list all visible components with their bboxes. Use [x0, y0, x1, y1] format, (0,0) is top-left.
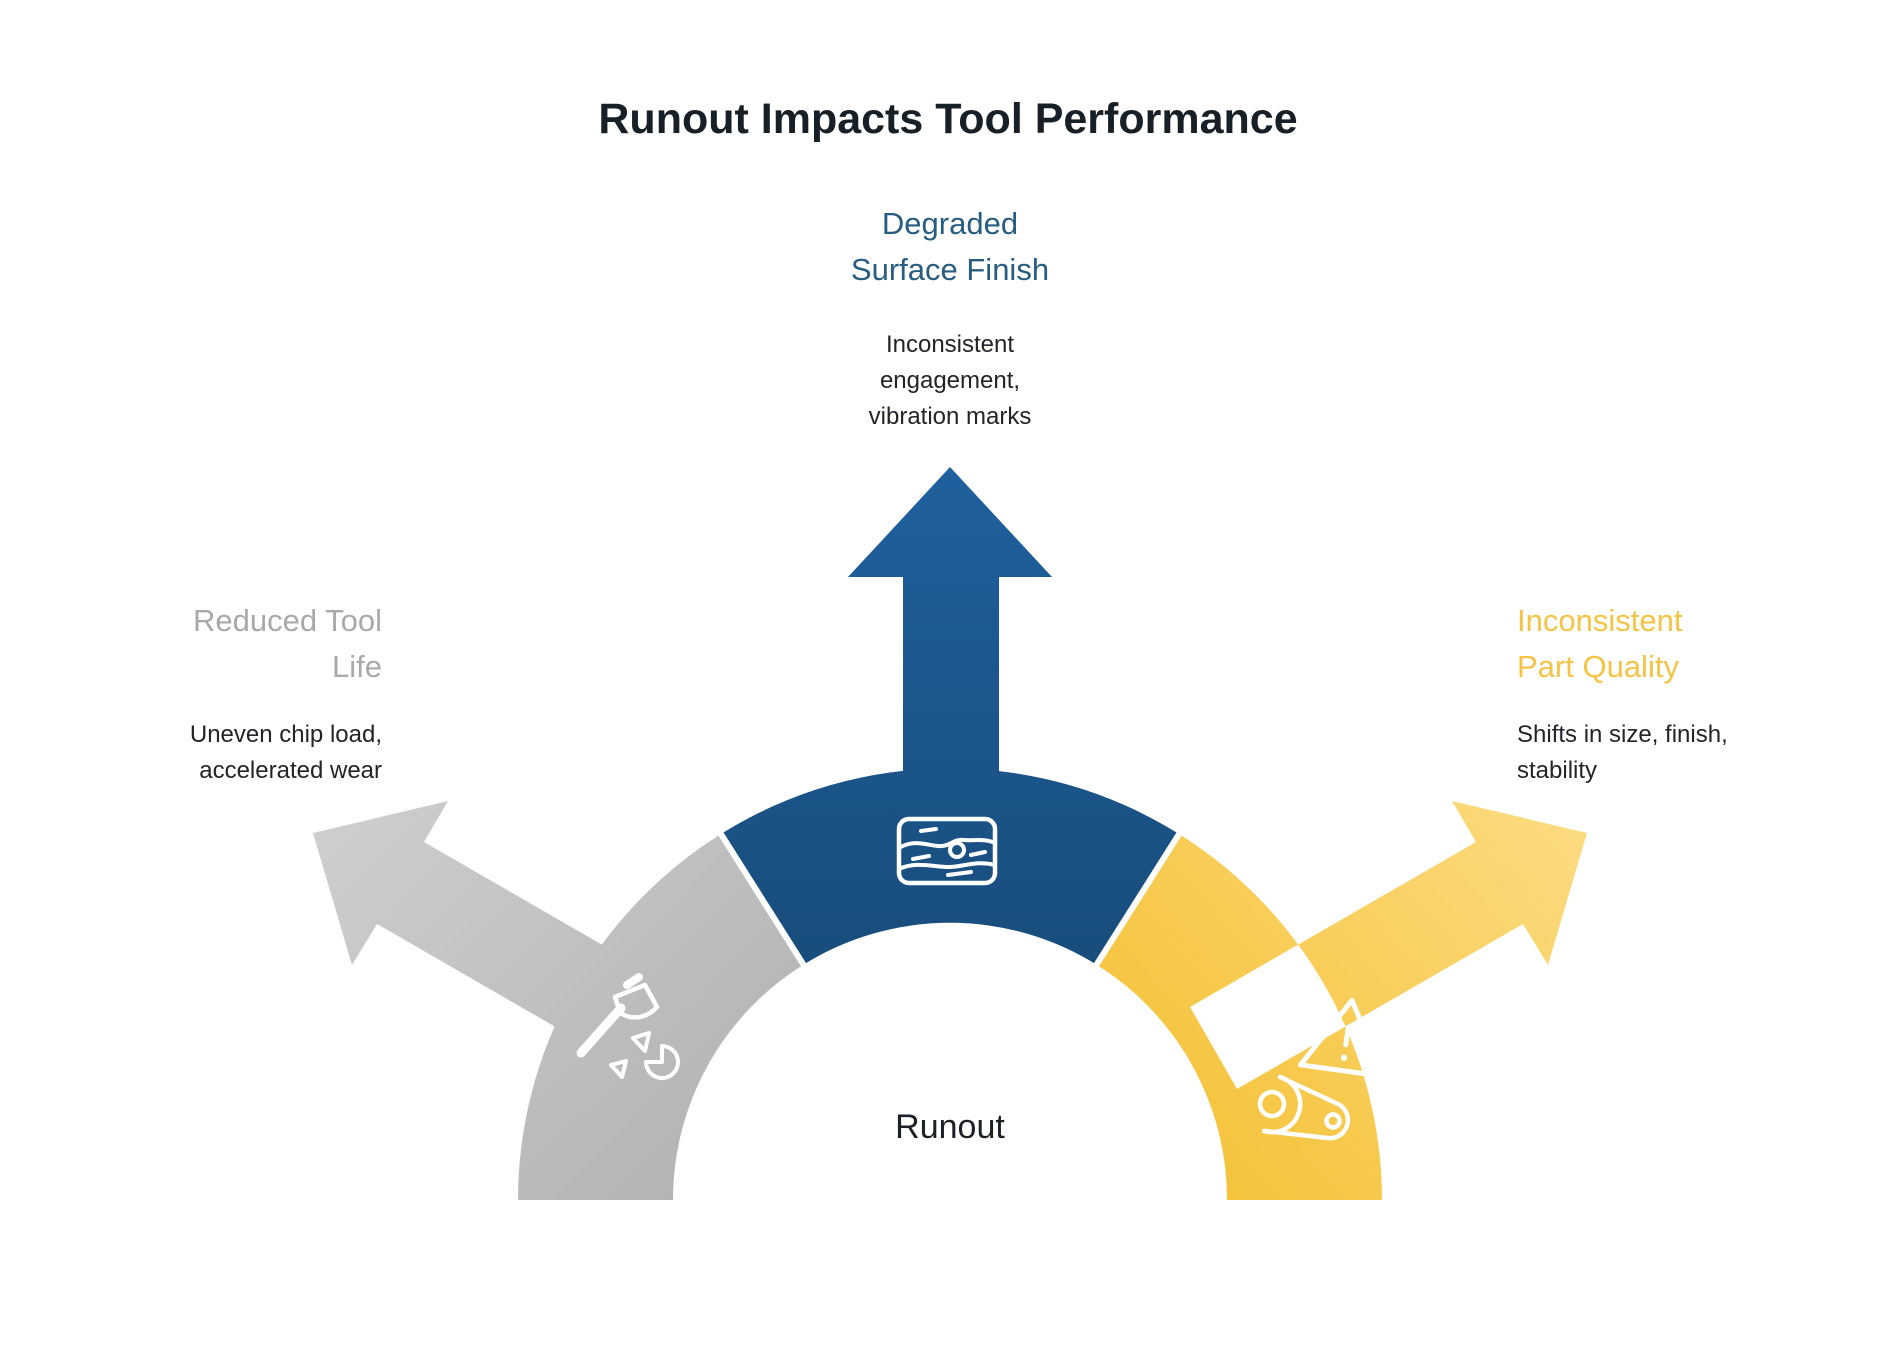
chip-triangle	[631, 1031, 651, 1053]
cam-hole-large	[1257, 1089, 1287, 1119]
surface-pore	[948, 841, 966, 859]
warning-exclamation-dot	[1340, 1054, 1348, 1061]
surface-wave-2	[897, 861, 997, 871]
axe-chips-icon	[576, 973, 680, 1080]
cam-plate-outline	[1261, 1074, 1351, 1141]
surface-frame	[896, 816, 998, 886]
warning-triangle-outline	[1298, 997, 1387, 1080]
warning-triangle	[1298, 997, 1387, 1080]
axe-knob	[623, 973, 643, 989]
surface-wave-1	[897, 837, 997, 850]
warning-exclamation-bar	[1343, 1024, 1351, 1048]
branch-heading: Degraded Surface Finish	[850, 206, 1050, 287]
page-title: Runout Impacts Tool Performance	[598, 95, 1298, 143]
center-label-runout: Runout	[895, 1108, 1005, 1146]
branch-description: Shifts in size, finish, stability	[1517, 721, 1728, 784]
branch-degraded-surface-finish-shape	[721, 467, 1179, 965]
separator-left	[711, 821, 813, 977]
surface-dash	[969, 850, 987, 857]
chip-notched-disc	[644, 1044, 680, 1080]
branch-reduced-tool-life-shape	[313, 801, 803, 1200]
branch-inconsistent-part-quality-shape	[1097, 801, 1587, 1200]
cam-link-plate	[1257, 1074, 1351, 1141]
branch-description: Inconsistent engagement, vibration marks	[868, 331, 1032, 430]
axe-handle	[576, 1003, 626, 1058]
axe-blade	[612, 982, 660, 1020]
branch-description: Uneven chip load, accelerated wear	[189, 721, 382, 784]
surface-texture-icon	[896, 816, 998, 886]
cam-hole-small	[1324, 1112, 1342, 1130]
separator-right	[1087, 821, 1189, 977]
warning-cam-icon	[1257, 997, 1387, 1141]
branch-label-degraded-surface-finish: Degraded Surface Finish Inconsistent eng…	[700, 201, 1200, 435]
surface-dash	[946, 870, 973, 877]
branch-label-reduced-tool-life: Reduced Tool Life Uneven chip load, acce…	[52, 598, 382, 789]
surface-dash	[911, 854, 931, 861]
branch-heading: Inconsistent Part Quality	[1517, 603, 1683, 684]
branch-label-inconsistent-part-quality: Inconsistent Part Quality Shifts in size…	[1517, 598, 1887, 789]
branch-heading: Reduced Tool Life	[192, 603, 382, 684]
segment-separators	[711, 821, 1189, 977]
chip-triangle	[609, 1059, 628, 1079]
surface-dash	[919, 827, 938, 833]
